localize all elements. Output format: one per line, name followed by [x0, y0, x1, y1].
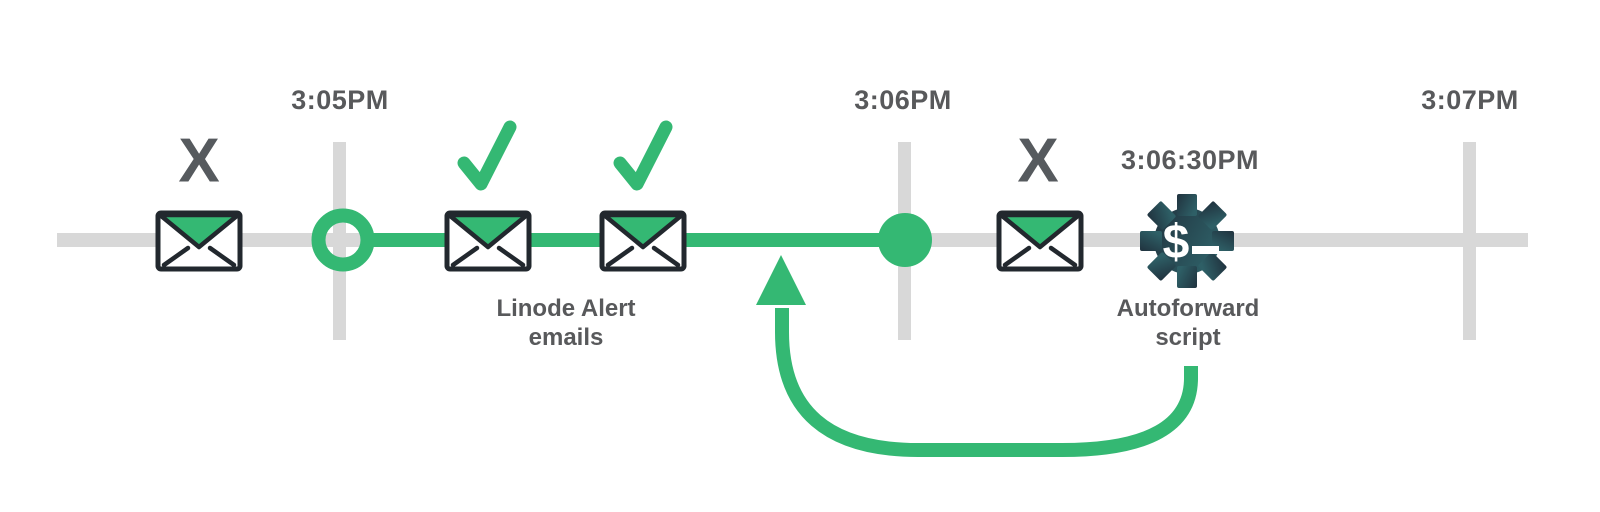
loop-back-arrow-icon — [756, 255, 1198, 457]
end-dot-marker — [878, 213, 932, 267]
arrowhead — [756, 255, 806, 305]
autoforward-script-label: Autoforward script — [1116, 295, 1260, 351]
failed-x-mark-1: X — [178, 126, 220, 196]
gear-dollar-glyph: $ — [1163, 216, 1190, 269]
email-envelope-icon-2 — [447, 213, 529, 269]
tick-label-3-07: 3:07PM — [1421, 85, 1519, 115]
gear-underscore-mark — [1192, 246, 1219, 254]
tick-3-07 — [1463, 142, 1476, 340]
success-check-icon-2 — [613, 120, 673, 191]
email-envelope-icon-1 — [158, 213, 240, 269]
failed-x-mark-2: X — [1017, 126, 1059, 196]
start-ring-marker — [311, 208, 375, 272]
email-envelope-icon-3 — [602, 213, 684, 269]
script-time-label: 3:06:30PM — [1120, 145, 1260, 175]
tick-label-3-05: 3:05PM — [291, 85, 389, 115]
tick-label-3-06: 3:06PM — [854, 85, 952, 115]
email-envelope-icon-4 — [999, 213, 1081, 269]
tick-3-05 — [333, 142, 346, 340]
linode-alert-emails-label: Linode Alert emails — [496, 295, 636, 351]
success-check-icon-1 — [457, 120, 517, 191]
script-gear-icon: $ — [1140, 194, 1234, 288]
